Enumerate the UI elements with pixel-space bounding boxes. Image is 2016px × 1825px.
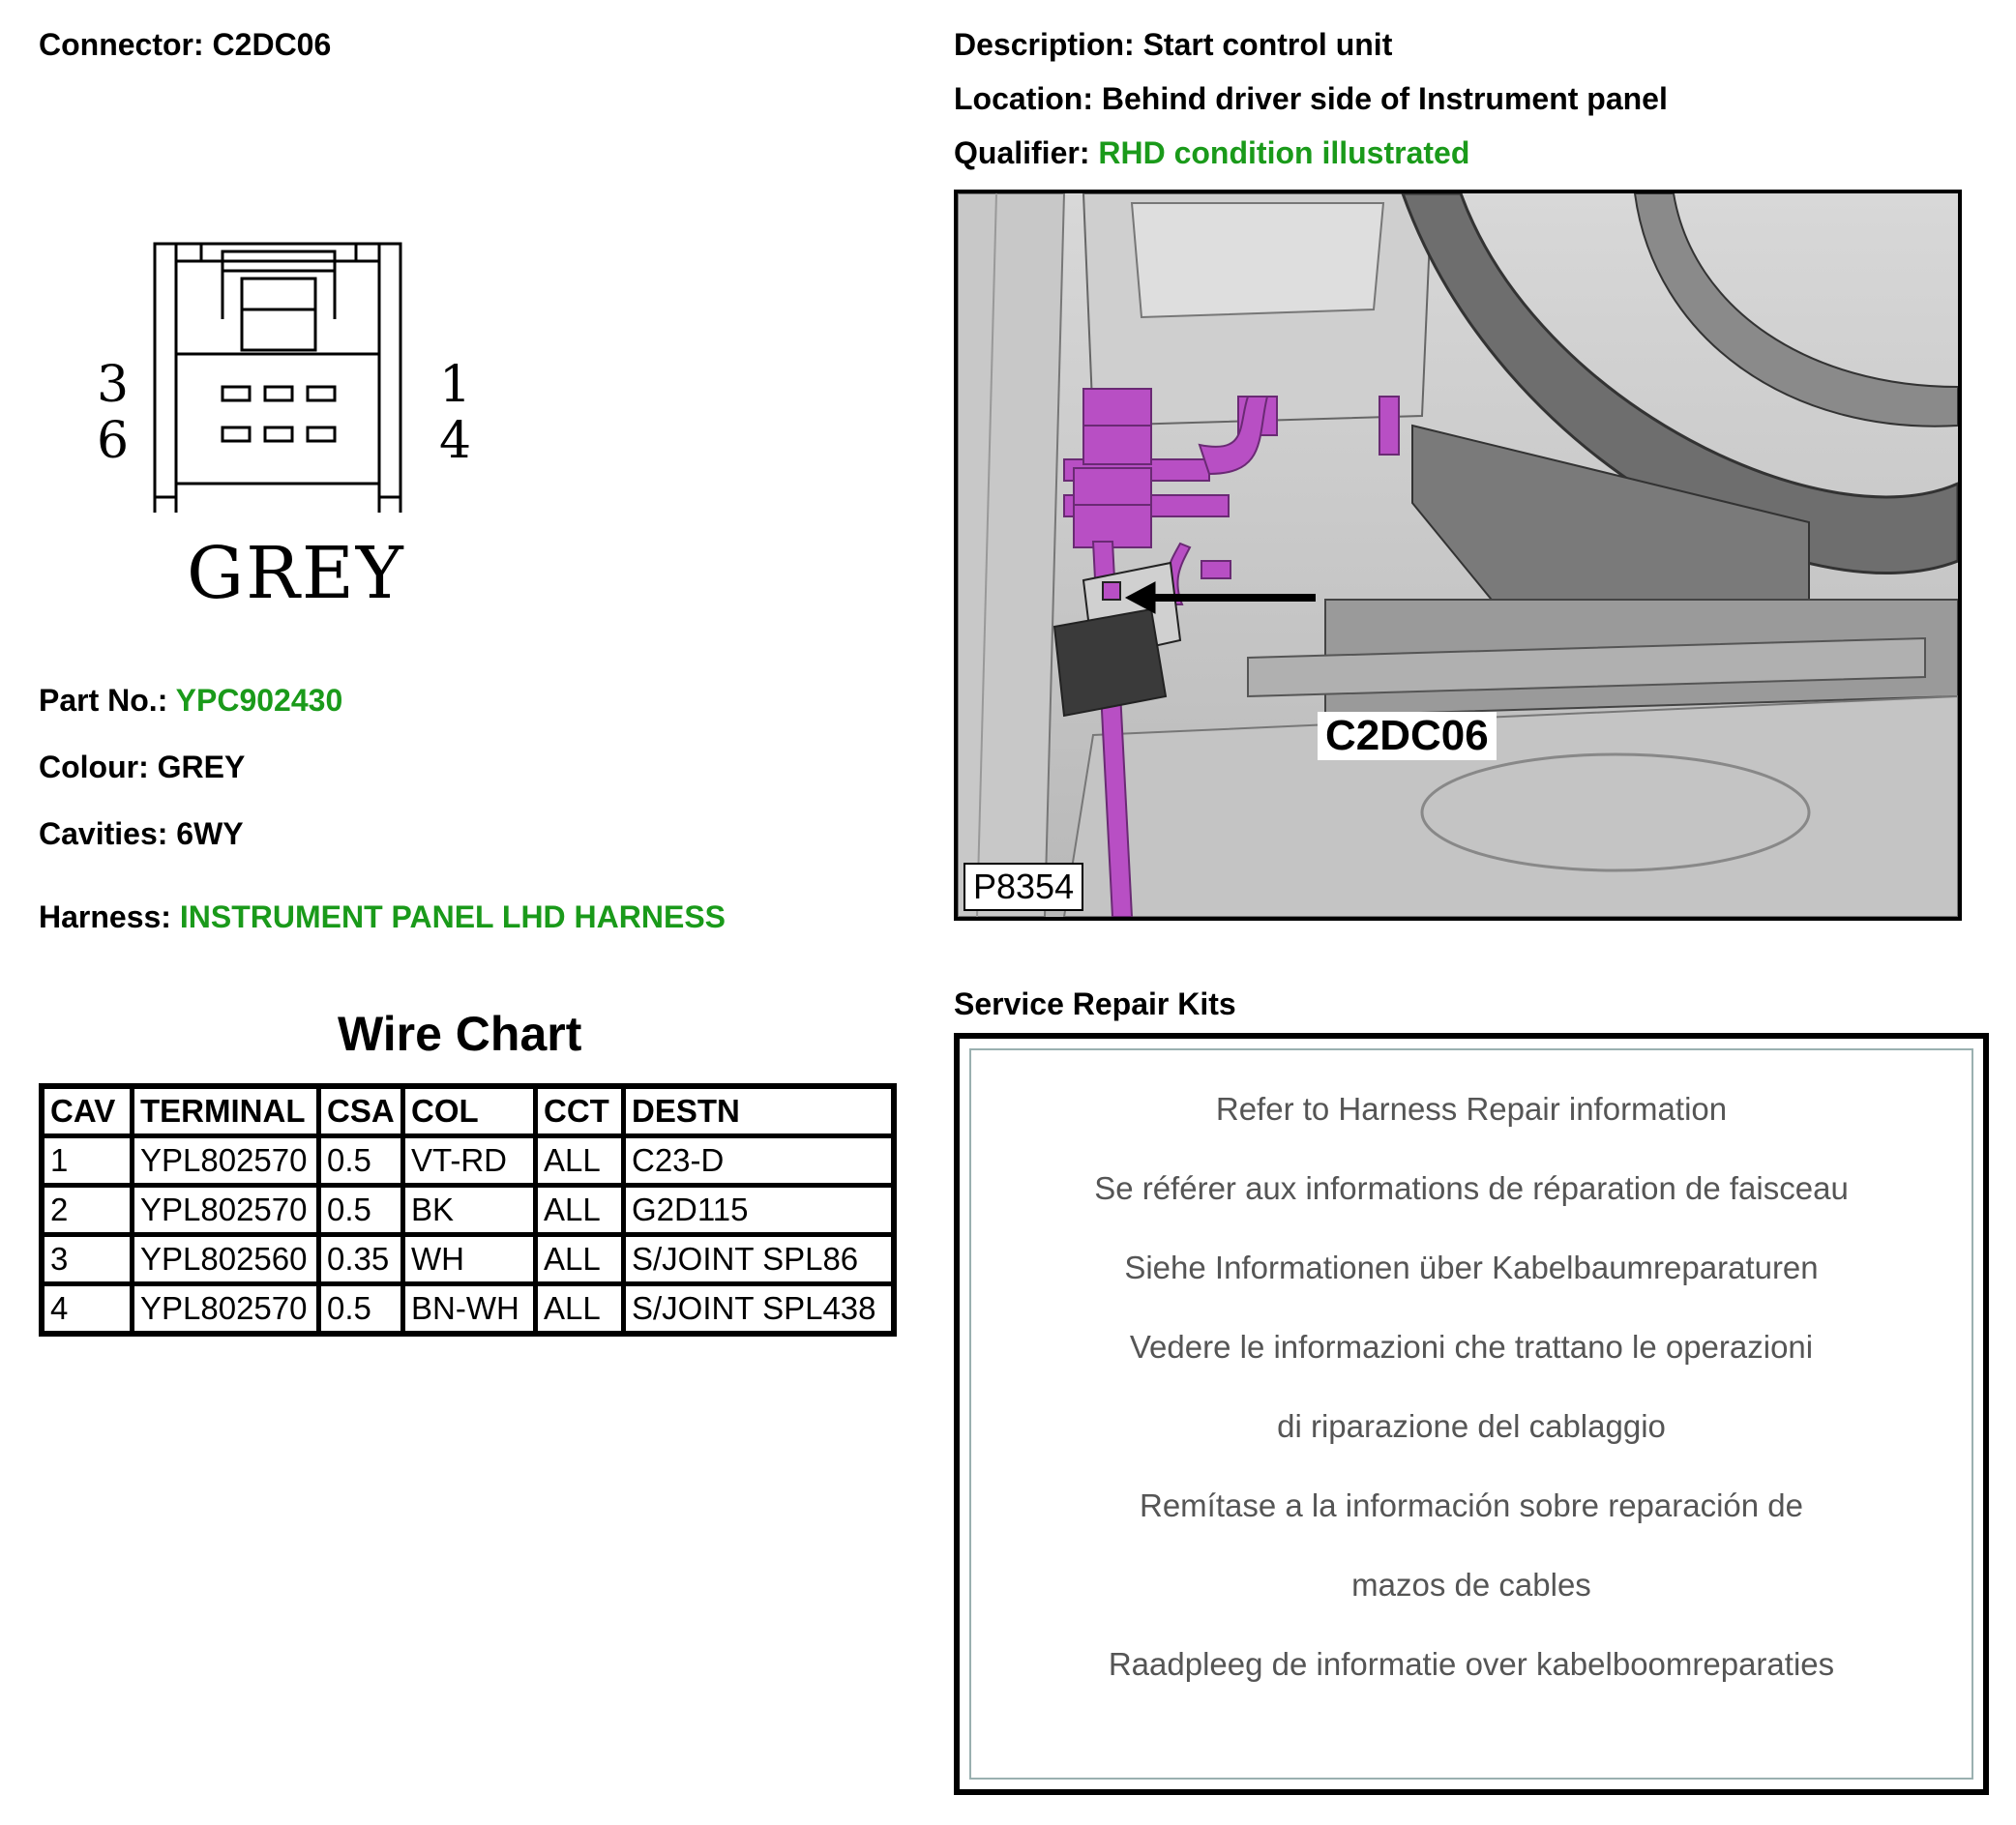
- connector-field: Connector: C2DC06: [39, 27, 331, 63]
- kit-line: mazos de cables: [1351, 1567, 1591, 1603]
- cavities-value: 6WY: [176, 816, 244, 851]
- header-terminal: TERMINAL: [130, 1083, 321, 1138]
- kit-line: Se référer aux informations de réparatio…: [1094, 1170, 1849, 1206]
- connector-colour-text: GREY: [187, 532, 405, 615]
- cell-csa: 0.35: [316, 1232, 405, 1286]
- part-no-field: Part No.: YPC902430: [39, 683, 342, 719]
- cell-cct: ALL: [533, 1133, 626, 1188]
- colour-field: Colour: GREY: [39, 750, 245, 785]
- cell-csa: 0.5: [316, 1183, 405, 1237]
- cavities-field: Cavities: 6WY: [39, 816, 244, 852]
- cell-terminal: YPL802570: [130, 1183, 321, 1237]
- kit-line: Vedere le informazioni che trattano le o…: [1129, 1329, 1814, 1365]
- description-label: Description:: [954, 27, 1135, 62]
- part-no-label: Part No.:: [39, 683, 168, 718]
- qualifier-label: Qualifier:: [954, 135, 1090, 170]
- harness-field: Harness: INSTRUMENT PANEL LHD HARNESS: [39, 899, 726, 935]
- cell-destn: S/JOINT SPL86: [621, 1232, 897, 1286]
- header-destn: DESTN: [621, 1083, 897, 1138]
- connector-outline: [153, 242, 402, 513]
- qualifier-field: Qualifier: RHD condition illustrated: [954, 135, 1469, 171]
- kit-line: Siehe Informationen über Kabelbaumrepara…: [1124, 1250, 1819, 1285]
- header-csa: CSA: [316, 1083, 405, 1138]
- harness-value: INSTRUMENT PANEL LHD HARNESS: [179, 899, 726, 934]
- location-value: Behind driver side of Instrument panel: [1101, 81, 1668, 116]
- header-col: COL: [400, 1083, 538, 1138]
- service-repair-kits-box: Refer to Harness Repair information Se r…: [954, 1033, 1989, 1795]
- cavities-label: Cavities:: [39, 816, 168, 851]
- wire-chart-title: Wire Chart: [338, 1007, 582, 1061]
- header-cav: CAV: [39, 1083, 134, 1138]
- connector-callout: C2DC06: [1318, 712, 1497, 760]
- service-repair-kits-inner: Refer to Harness Repair information Se r…: [969, 1048, 1973, 1780]
- wire-chart-table: CAV TERMINAL CSA COL CCT DESTN 1 YPL8025…: [39, 1083, 897, 1337]
- service-repair-kits-title: Service Repair Kits: [954, 986, 1236, 1021]
- table-row: 2 YPL802570 0.5 BK ALL G2D115: [39, 1183, 897, 1237]
- cell-cct: ALL: [533, 1232, 626, 1286]
- kit-line: Remítase a la información sobre reparaci…: [1139, 1487, 1804, 1523]
- cell-destn: S/JOINT SPL438: [621, 1281, 897, 1337]
- qualifier-value: RHD condition illustrated: [1098, 135, 1470, 170]
- connector-label: Connector:: [39, 27, 204, 62]
- cell-cav: 4: [39, 1281, 134, 1337]
- pin-number-4: 4: [439, 412, 472, 470]
- cell-cct: ALL: [533, 1281, 626, 1337]
- cell-cav: 3: [39, 1232, 134, 1286]
- cell-col: BN-WH: [400, 1281, 538, 1337]
- connector-face-drawing: 3 6 1 4 GREY: [77, 222, 503, 629]
- cell-col: BK: [400, 1183, 538, 1237]
- table-row: 1 YPL802570 0.5 VT-RD ALL C23-D: [39, 1133, 897, 1188]
- header-cct: CCT: [533, 1083, 626, 1138]
- kit-line: Raadpleeg de informatie over kabelboomre…: [1108, 1646, 1835, 1682]
- kit-line: di riparazione del cablaggio: [1277, 1408, 1666, 1444]
- description-field: Description: Start control unit: [954, 27, 1392, 63]
- pin-number-6: 6: [97, 412, 130, 470]
- cell-csa: 0.5: [316, 1281, 405, 1337]
- photo-code: P8354: [964, 863, 1084, 911]
- kit-line: Refer to Harness Repair information: [1215, 1091, 1728, 1127]
- location-label: Location:: [954, 81, 1093, 116]
- cell-cav: 2: [39, 1183, 134, 1237]
- cell-cav: 1: [39, 1133, 134, 1188]
- colour-label: Colour:: [39, 750, 149, 784]
- pin-number-3: 3: [97, 356, 130, 414]
- cell-col: VT-RD: [400, 1133, 538, 1188]
- table-row: 3 YPL802560 0.35 WH ALL S/JOINT SPL86: [39, 1232, 897, 1286]
- table-row: 4 YPL802570 0.5 BN-WH ALL S/JOINT SPL438: [39, 1281, 897, 1337]
- harness-label: Harness:: [39, 899, 171, 934]
- cell-terminal: YPL802560: [130, 1232, 321, 1286]
- location-illustration: C2DC06 P8354: [954, 190, 1962, 921]
- cell-col: WH: [400, 1232, 538, 1286]
- cell-destn: G2D115: [621, 1183, 897, 1237]
- connector-value: C2DC06: [212, 27, 332, 62]
- description-value: Start control unit: [1142, 27, 1393, 62]
- pin-number-1: 1: [439, 356, 472, 414]
- location-field: Location: Behind driver side of Instrume…: [954, 81, 1668, 117]
- cell-csa: 0.5: [316, 1133, 405, 1188]
- cell-destn: C23-D: [621, 1133, 897, 1188]
- cell-terminal: YPL802570: [130, 1133, 321, 1188]
- part-no-value: YPC902430: [175, 683, 343, 718]
- cell-cct: ALL: [533, 1183, 626, 1237]
- dashboard-illustration: [958, 193, 1958, 917]
- cell-terminal: YPL802570: [130, 1281, 321, 1337]
- colour-value: GREY: [157, 750, 246, 784]
- wire-chart-header-row: CAV TERMINAL CSA COL CCT DESTN: [39, 1083, 897, 1138]
